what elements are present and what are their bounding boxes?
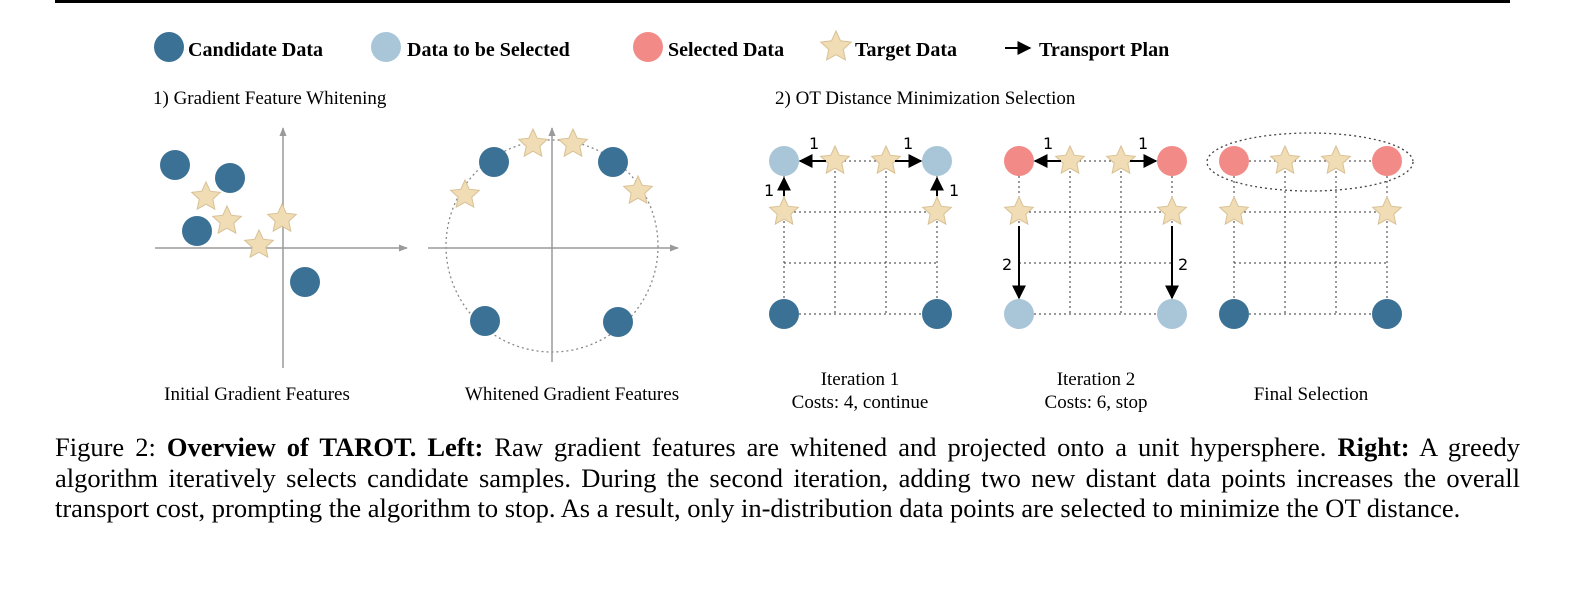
target-star-icon xyxy=(819,29,853,61)
figure-caption: Figure 2: Overview of TAROT. Left: Raw g… xyxy=(55,432,1520,524)
figure-canvas: Candidate Data Data to be Selected Selec… xyxy=(55,0,1510,413)
candidate-point xyxy=(1372,299,1402,329)
selected-point xyxy=(1004,146,1034,176)
panel-initial-label: Initial Gradient Features xyxy=(164,384,350,405)
target-star-icon xyxy=(768,195,800,226)
final-selection-ellipse xyxy=(1206,132,1414,192)
panel-final-selection xyxy=(1218,144,1403,329)
target-star-icon xyxy=(449,178,481,209)
target-star-icon xyxy=(190,180,222,211)
target-star-icon xyxy=(1156,195,1188,226)
iter1-cost-side-right: 1 xyxy=(949,181,959,200)
target-star-icon xyxy=(1371,195,1403,226)
target-star-icon xyxy=(1054,144,1086,175)
p2-candidate-point xyxy=(470,306,500,336)
target-star-icon xyxy=(622,174,654,205)
target-star-icon xyxy=(243,228,275,259)
right-section-title: 2) OT Distance Minimization Selection xyxy=(775,88,1076,109)
selected-point xyxy=(1157,146,1187,176)
iter1-transport-plan xyxy=(777,154,944,196)
legend-target-star-icon xyxy=(819,29,853,61)
caption-right-head: Right: xyxy=(1337,432,1410,462)
target-star-icon xyxy=(1218,195,1250,226)
iter1-cost-labels: 1 1 1 1 xyxy=(764,134,959,200)
caption-title: Overview of TAROT. xyxy=(166,432,417,462)
iter1-cost: Costs: 4, continue xyxy=(792,392,929,413)
p2-target-star-icon xyxy=(557,127,589,158)
iter1-cost-top-right: 1 xyxy=(903,134,913,153)
p2-candidate-point xyxy=(603,307,633,337)
p1-candidate-point xyxy=(215,163,245,193)
p1-target-star-icon xyxy=(266,202,298,233)
legend-selected-label: Selected Data xyxy=(668,39,784,61)
p2-target-star-icon xyxy=(622,174,654,205)
candidate-point xyxy=(1219,299,1249,329)
p2-target-star-icon xyxy=(449,178,481,209)
target-star-icon xyxy=(819,144,851,175)
target-star-icon xyxy=(266,202,298,233)
iter2-cost-top-right: 1 xyxy=(1138,134,1148,153)
target-star-icon xyxy=(557,127,589,158)
panel-iteration-2 xyxy=(1003,144,1188,329)
selected-point xyxy=(1219,146,1249,176)
iter2-cost-side-left: 2 xyxy=(1002,255,1012,274)
target-star-icon xyxy=(1003,195,1035,226)
target-star-icon xyxy=(1269,144,1301,175)
legend-candidate-label: Candidate Data xyxy=(188,39,323,61)
to_select-point xyxy=(1157,299,1187,329)
p1-target-star-icon xyxy=(190,180,222,211)
p1-target-star-icon xyxy=(211,204,243,235)
target-star-icon xyxy=(921,195,953,226)
iter2-label: Iteration 2 xyxy=(1057,369,1136,390)
to_select-point xyxy=(922,146,952,176)
caption-prefix: Figure 2: xyxy=(55,432,167,462)
candidate-point xyxy=(922,299,952,329)
p1-candidate-point xyxy=(160,150,190,180)
p2-candidate-point xyxy=(598,147,628,177)
p2-target-star-icon xyxy=(517,127,549,158)
target-star-icon xyxy=(1105,144,1137,175)
iter1-cost-side-left: 1 xyxy=(764,181,774,200)
p1-target-star-icon xyxy=(243,228,275,259)
caption-right-text: A greedy algorithm iteratively selects c… xyxy=(55,432,1520,523)
p2-candidate-point xyxy=(479,147,509,177)
selected-point xyxy=(1372,146,1402,176)
legend-transport-label: Transport Plan xyxy=(1039,39,1169,61)
iter1-cost-top-left: 1 xyxy=(809,134,819,153)
candidate-point xyxy=(769,299,799,329)
caption-left-text: Raw gradient features are whitened and p… xyxy=(483,432,1338,462)
iter1-label: Iteration 1 xyxy=(821,369,900,390)
legend-to-select-label: Data to be Selected xyxy=(407,39,570,61)
p1-candidate-point xyxy=(290,267,320,297)
iter2-cost: Costs: 6, stop xyxy=(1045,392,1148,413)
final-label: Final Selection xyxy=(1254,384,1369,405)
panel-whitened-gradient xyxy=(428,127,679,362)
panel-whitened-label: Whitened Gradient Features xyxy=(465,384,679,405)
legend: Candidate Data Data to be Selected Selec… xyxy=(154,29,1169,62)
iter2-transport-plan xyxy=(1012,154,1179,300)
target-star-icon xyxy=(870,144,902,175)
iter2-cost-labels: 1 1 2 2 xyxy=(1002,134,1188,274)
legend-target-label: Target Data xyxy=(855,39,957,61)
target-star-icon xyxy=(211,204,243,235)
legend-selected-marker xyxy=(633,32,663,62)
to_select-point xyxy=(769,146,799,176)
left-section-title: 1) Gradient Feature Whitening xyxy=(153,88,387,109)
caption-left-head: Left: xyxy=(427,432,484,462)
legend-candidate-marker xyxy=(154,32,184,62)
iter2-cost-side-right: 2 xyxy=(1178,255,1188,274)
p1-candidate-point xyxy=(182,216,212,246)
panel-iteration-1 xyxy=(768,144,953,329)
panel-initial-gradient xyxy=(155,127,408,368)
target-star-icon xyxy=(517,127,549,158)
legend-to-select-marker xyxy=(371,32,401,62)
target-star-icon xyxy=(1320,144,1352,175)
to_select-point xyxy=(1004,299,1034,329)
iter2-cost-top-left: 1 xyxy=(1043,134,1053,153)
